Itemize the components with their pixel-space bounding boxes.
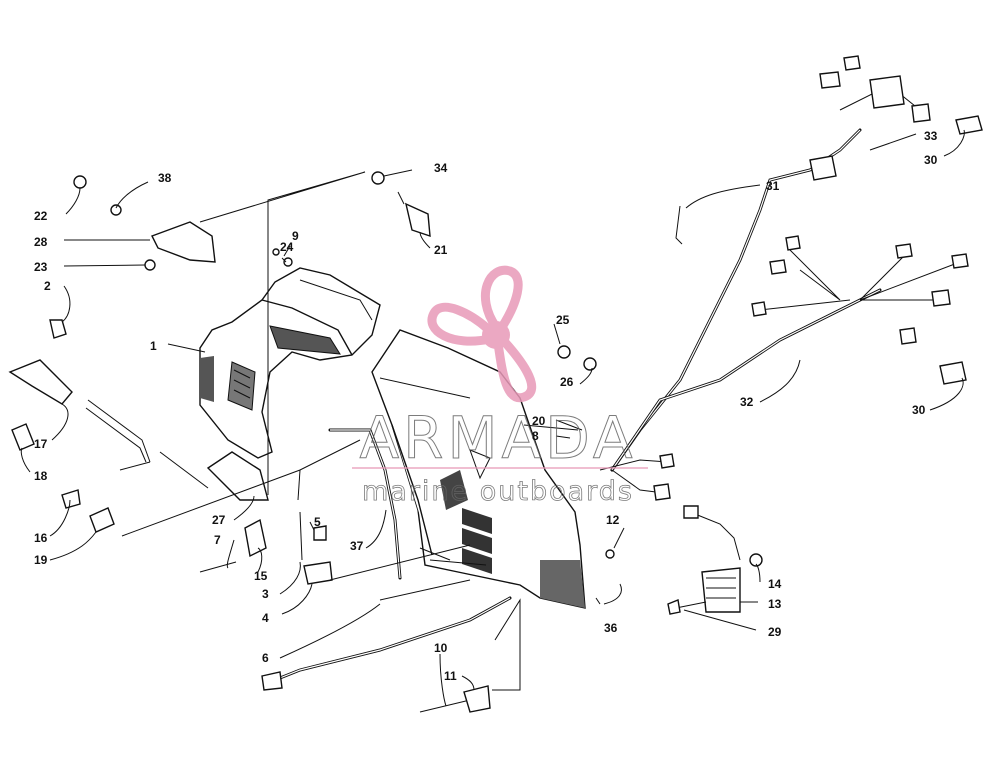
callout-10: 10 [434, 641, 448, 655]
callout-14: 14 [768, 577, 782, 591]
callout-17: 17 [34, 437, 48, 451]
propeller-logo [427, 265, 537, 403]
callout-22: 22 [34, 209, 48, 223]
nut-26 [583, 357, 597, 371]
cable-6 [268, 596, 512, 684]
callout-26: 26 [560, 375, 574, 389]
callout-19: 19 [34, 553, 48, 567]
mount-4 [303, 561, 333, 585]
callout-31: 31 [766, 179, 780, 193]
armada-watermark: ARMADA marine outboards [352, 265, 648, 507]
callout-25: 25 [556, 313, 570, 327]
screw-9 [272, 248, 280, 256]
callout-29: 29 [768, 625, 782, 639]
wire-harness [599, 55, 983, 501]
callout-labels: 38 22 28 23 2 1 17 18 16 19 27 7 15 3 4 … [34, 129, 938, 683]
washer-12 [605, 549, 615, 559]
callout-4: 4 [262, 611, 269, 625]
callout-32: 32 [740, 395, 754, 409]
nut-25 [557, 345, 571, 359]
lever-clip [11, 423, 35, 451]
switch-16 [61, 489, 81, 509]
callout-20: 20 [532, 414, 546, 428]
callout-3: 3 [262, 587, 269, 601]
side-console-panel [371, 329, 586, 609]
callout-9: 9 [292, 229, 299, 243]
callout-11: 11 [444, 669, 457, 683]
washer-24 [283, 257, 293, 267]
callout-37: 37 [350, 539, 364, 553]
callout-30-bottom: 30 [912, 403, 926, 417]
callout-30-top: 30 [924, 153, 938, 167]
callout-18: 18 [34, 469, 48, 483]
watermark-brand: ARMADA [359, 404, 636, 472]
hood-console [199, 267, 381, 459]
callout-38: 38 [158, 171, 172, 185]
callout-5: 5 [314, 515, 321, 529]
lamp-7 [199, 561, 237, 573]
callout-33: 33 [924, 129, 938, 143]
regulator-13 [667, 505, 741, 615]
toggle-switch [371, 171, 431, 238]
throttle-lever [8, 319, 151, 471]
watermark-tagline: marine outboards [362, 476, 634, 507]
clip-5 [313, 525, 327, 541]
callout-28: 28 [34, 235, 48, 249]
grommet-22 [73, 175, 87, 189]
callout-8: 8 [532, 429, 539, 443]
callout-21: 21 [434, 243, 448, 257]
callout-6: 6 [262, 651, 269, 665]
switch-19 [89, 507, 115, 533]
callout-16: 16 [34, 531, 48, 545]
callout-24: 24 [280, 240, 294, 254]
callout-7: 7 [214, 533, 221, 547]
callout-2: 2 [44, 279, 51, 293]
callout-34: 34 [434, 161, 448, 175]
pin-3 [299, 511, 303, 561]
washer-38 [110, 204, 122, 216]
callout-36: 36 [604, 621, 618, 635]
callout-15: 15 [254, 569, 268, 583]
callout-13: 13 [768, 597, 782, 611]
callout-27: 27 [212, 513, 226, 527]
upper-bracket-plate [151, 221, 216, 263]
nut-14 [749, 553, 763, 567]
callout-12: 12 [606, 513, 620, 527]
sensor-11 [419, 685, 491, 713]
small-bracket [244, 518, 267, 558]
callout-1: 1 [150, 339, 157, 353]
nut-23 [144, 259, 156, 271]
callout-23: 23 [34, 260, 48, 274]
leader-lines [20, 129, 965, 707]
